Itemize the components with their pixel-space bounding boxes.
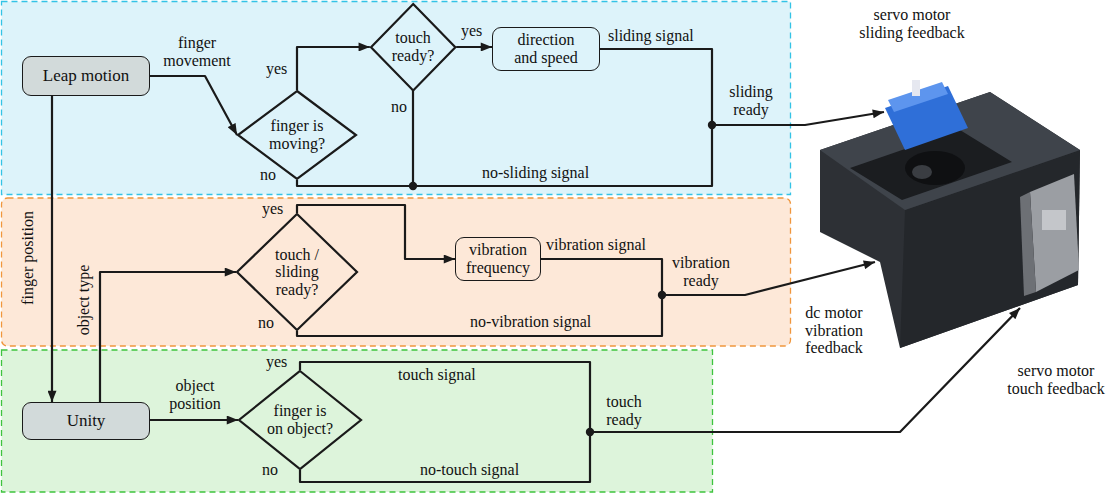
edge-label: finger position [19,211,37,305]
terminal-box: Unity [22,402,150,440]
decision-diamond: touch ready? [370,3,456,91]
dc-motor [905,151,965,185]
edge-label: yes [262,200,283,218]
signal-label: no [391,98,407,116]
flow-arrow [51,96,53,402]
process-box: vibration frequency [455,237,541,281]
junction-dot [658,291,666,299]
signal-label: touch ready [600,393,648,428]
signal-label: no-vibration signal [470,313,591,331]
servo-label [1042,210,1066,230]
junction-dot [409,182,417,190]
node-text: touch ready? [387,29,439,64]
signal-label: servo motor sliding feedback [856,6,968,41]
edge-label: yes [461,22,482,40]
node-text: Unity [30,412,142,431]
signal-wire [297,49,712,186]
edge-label: object position [163,377,227,412]
decision-diamond: finger is moving? [237,90,357,180]
junction-dot [708,121,716,129]
flow-arrow [100,272,236,402]
node-text: direction and speed [506,31,586,66]
signal-wire [412,90,414,186]
signal-label: sliding signal [608,27,694,45]
signal-label: no [260,166,276,184]
flow-arrow [150,76,237,135]
flow-arrow [456,46,492,48]
signal-label: no [262,461,278,479]
signal-label: no-sliding signal [482,164,589,182]
signal-label: sliding ready [722,83,780,118]
decision-diamond: finger is on object? [238,370,362,470]
diamond-shape [239,371,361,469]
edge-label: yes [266,60,287,78]
flow-arrow [297,205,455,259]
diamond-shape [237,214,357,330]
dc-motor-end [912,165,932,179]
signal-label: yes [266,353,287,371]
diamond-shape [371,4,455,90]
terminal-box: Leap motion [22,56,150,96]
node-text: finger is on object? [266,402,334,437]
flow-arrow [297,47,370,90]
sliding-band [2,2,791,195]
signal-label: vibration signal [546,236,646,254]
edge-label: finger movement [160,34,234,69]
signal-label: no-touch signal [420,461,519,479]
grey-servo-side [1020,192,1036,296]
signal-label: no [258,314,274,332]
signal-label: touch signal [398,366,476,384]
signal-label: dc motor vibration feedback [798,304,870,357]
node-text: vibration frequency [461,241,535,276]
node-text: touch / sliding ready? [267,246,327,299]
node-text: Leap motion [30,67,142,86]
signal-label: vibration ready [668,254,734,289]
flow-arrow [150,419,238,421]
signal-wire [300,362,590,482]
touch-band [2,350,713,492]
node-text: finger is moving? [261,117,333,152]
edge-label: object type [75,265,93,336]
servo-horn [912,80,920,96]
signal-label: servo motor touch feedback [1004,362,1108,397]
grey-servo [1030,174,1079,292]
decision-diamond: touch / sliding ready? [236,213,358,331]
junction-dot [586,428,594,436]
diamond-shape [238,91,356,179]
process-box: direction and speed [492,27,600,71]
